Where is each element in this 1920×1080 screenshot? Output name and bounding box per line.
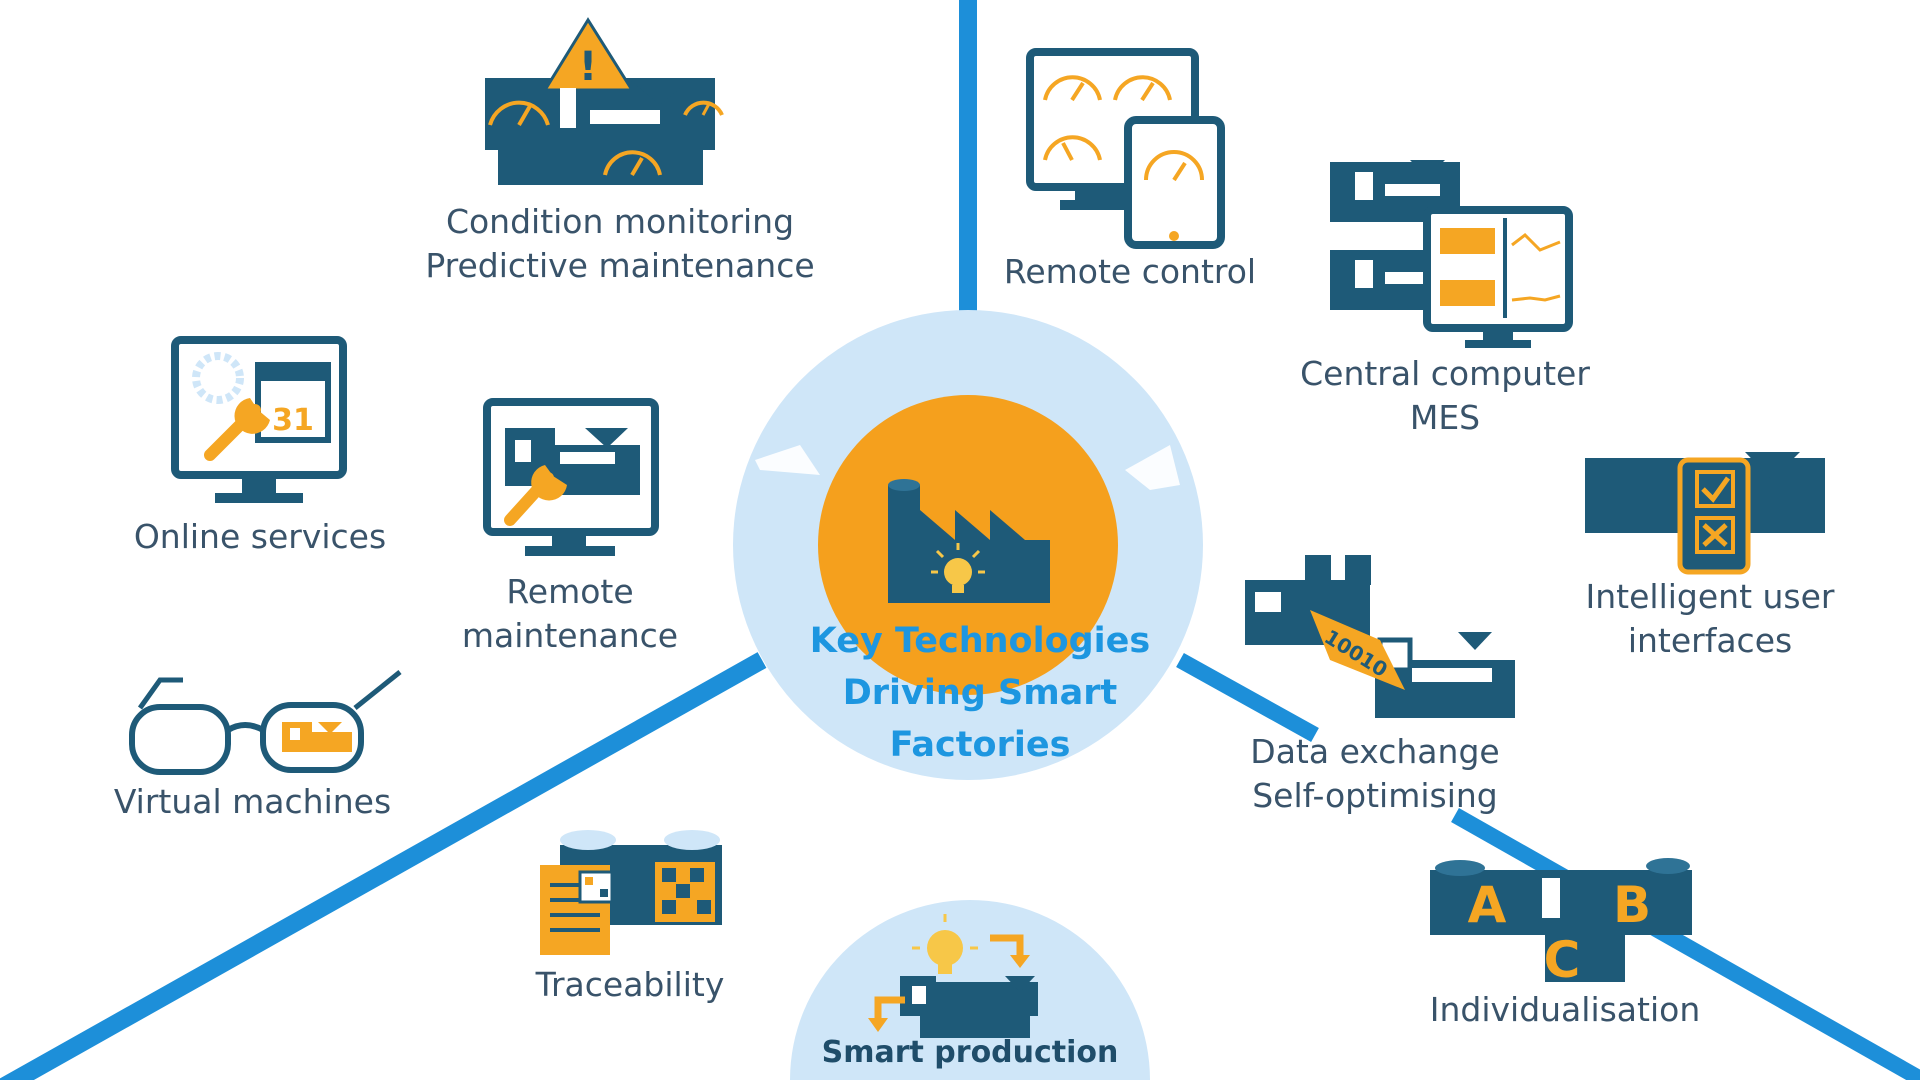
- letter-b-glyph: B: [1613, 876, 1651, 934]
- label-line: MES: [1409, 398, 1481, 437]
- label-line: interfaces: [1627, 621, 1793, 660]
- monitor-calendar-wrench-icon: 31: [171, 336, 347, 503]
- label-line: Remote control: [1003, 252, 1257, 291]
- label-line: Online services: [133, 517, 387, 556]
- central-hub: [733, 310, 1203, 780]
- center-title: Key Technologies Driving Smart Factories: [780, 615, 1180, 771]
- letter-c-glyph: C: [1544, 931, 1581, 989]
- divider-line-left: [0, 652, 767, 1080]
- machines-monitor-charts-icon: [1330, 160, 1573, 348]
- machine-checklist-icon: [1585, 452, 1825, 575]
- label-condition-monitoring: Condition monitoring Predictive maintena…: [410, 200, 830, 288]
- label-line: Data exchange: [1250, 732, 1500, 771]
- label-traceability: Traceability: [520, 963, 740, 1007]
- label-line: Traceability: [535, 965, 725, 1004]
- warning-gauges-machine-icon: !: [485, 17, 724, 185]
- label-online-services: Online services: [115, 515, 405, 559]
- machine-lightbulb-cycle-icon: [868, 914, 1038, 1038]
- label-line: maintenance: [461, 616, 679, 655]
- calendar-day-glyph: 31: [272, 403, 314, 438]
- label-virtual-machines: Virtual machines: [100, 780, 405, 824]
- warning-glyph: !: [579, 44, 597, 90]
- letter-a-glyph: A: [1468, 876, 1507, 934]
- label-line: Self-optimising: [1252, 776, 1498, 815]
- label-line: Condition monitoring: [445, 202, 795, 241]
- label-intelligent-user-interfaces: Intelligent user interfaces: [1560, 575, 1860, 663]
- label-line: Central computer: [1300, 354, 1590, 393]
- center-title-line-3: Factories: [889, 725, 1071, 765]
- label-line: Predictive maintenance: [425, 246, 815, 285]
- label-individualisation: Individualisation: [1420, 988, 1710, 1032]
- monitor-tablet-gauges-icon: [1026, 48, 1225, 249]
- machine-qr-document-icon: [540, 830, 722, 955]
- divider-line-right-upper: [1176, 653, 1319, 742]
- label-line: Individualisation: [1429, 990, 1701, 1029]
- hub-ring-notch-right: [1125, 445, 1180, 490]
- label-central-computer: Central computer MES: [1290, 352, 1600, 440]
- label-line: Virtual machines: [113, 782, 392, 821]
- glasses-machine-icon: [129, 670, 402, 775]
- label-remote-control: Remote control: [980, 250, 1280, 294]
- hub-ring-notch-left: [755, 445, 820, 475]
- factory-lightbulb-icon: [888, 479, 1050, 603]
- monitor-machine-wrench-icon: [483, 398, 659, 556]
- label-line: Remote: [506, 572, 634, 611]
- divider-line-right-lower: [1451, 808, 1920, 1080]
- smart-production-hub: [790, 900, 1150, 1080]
- machines-binary-data-icon: 10010: [1245, 555, 1515, 718]
- label-line: Intelligent user: [1585, 577, 1835, 616]
- label-data-exchange: Data exchange Self-optimising: [1220, 730, 1530, 818]
- abc-blocks-machine-icon: A B C: [1430, 858, 1692, 989]
- smart-production-label: Smart production: [821, 1035, 1119, 1070]
- center-title-line-1: Key Technologies: [809, 621, 1151, 661]
- center-title-line-2: Driving Smart: [842, 673, 1118, 713]
- label-remote-maintenance: Remote maintenance: [440, 570, 700, 658]
